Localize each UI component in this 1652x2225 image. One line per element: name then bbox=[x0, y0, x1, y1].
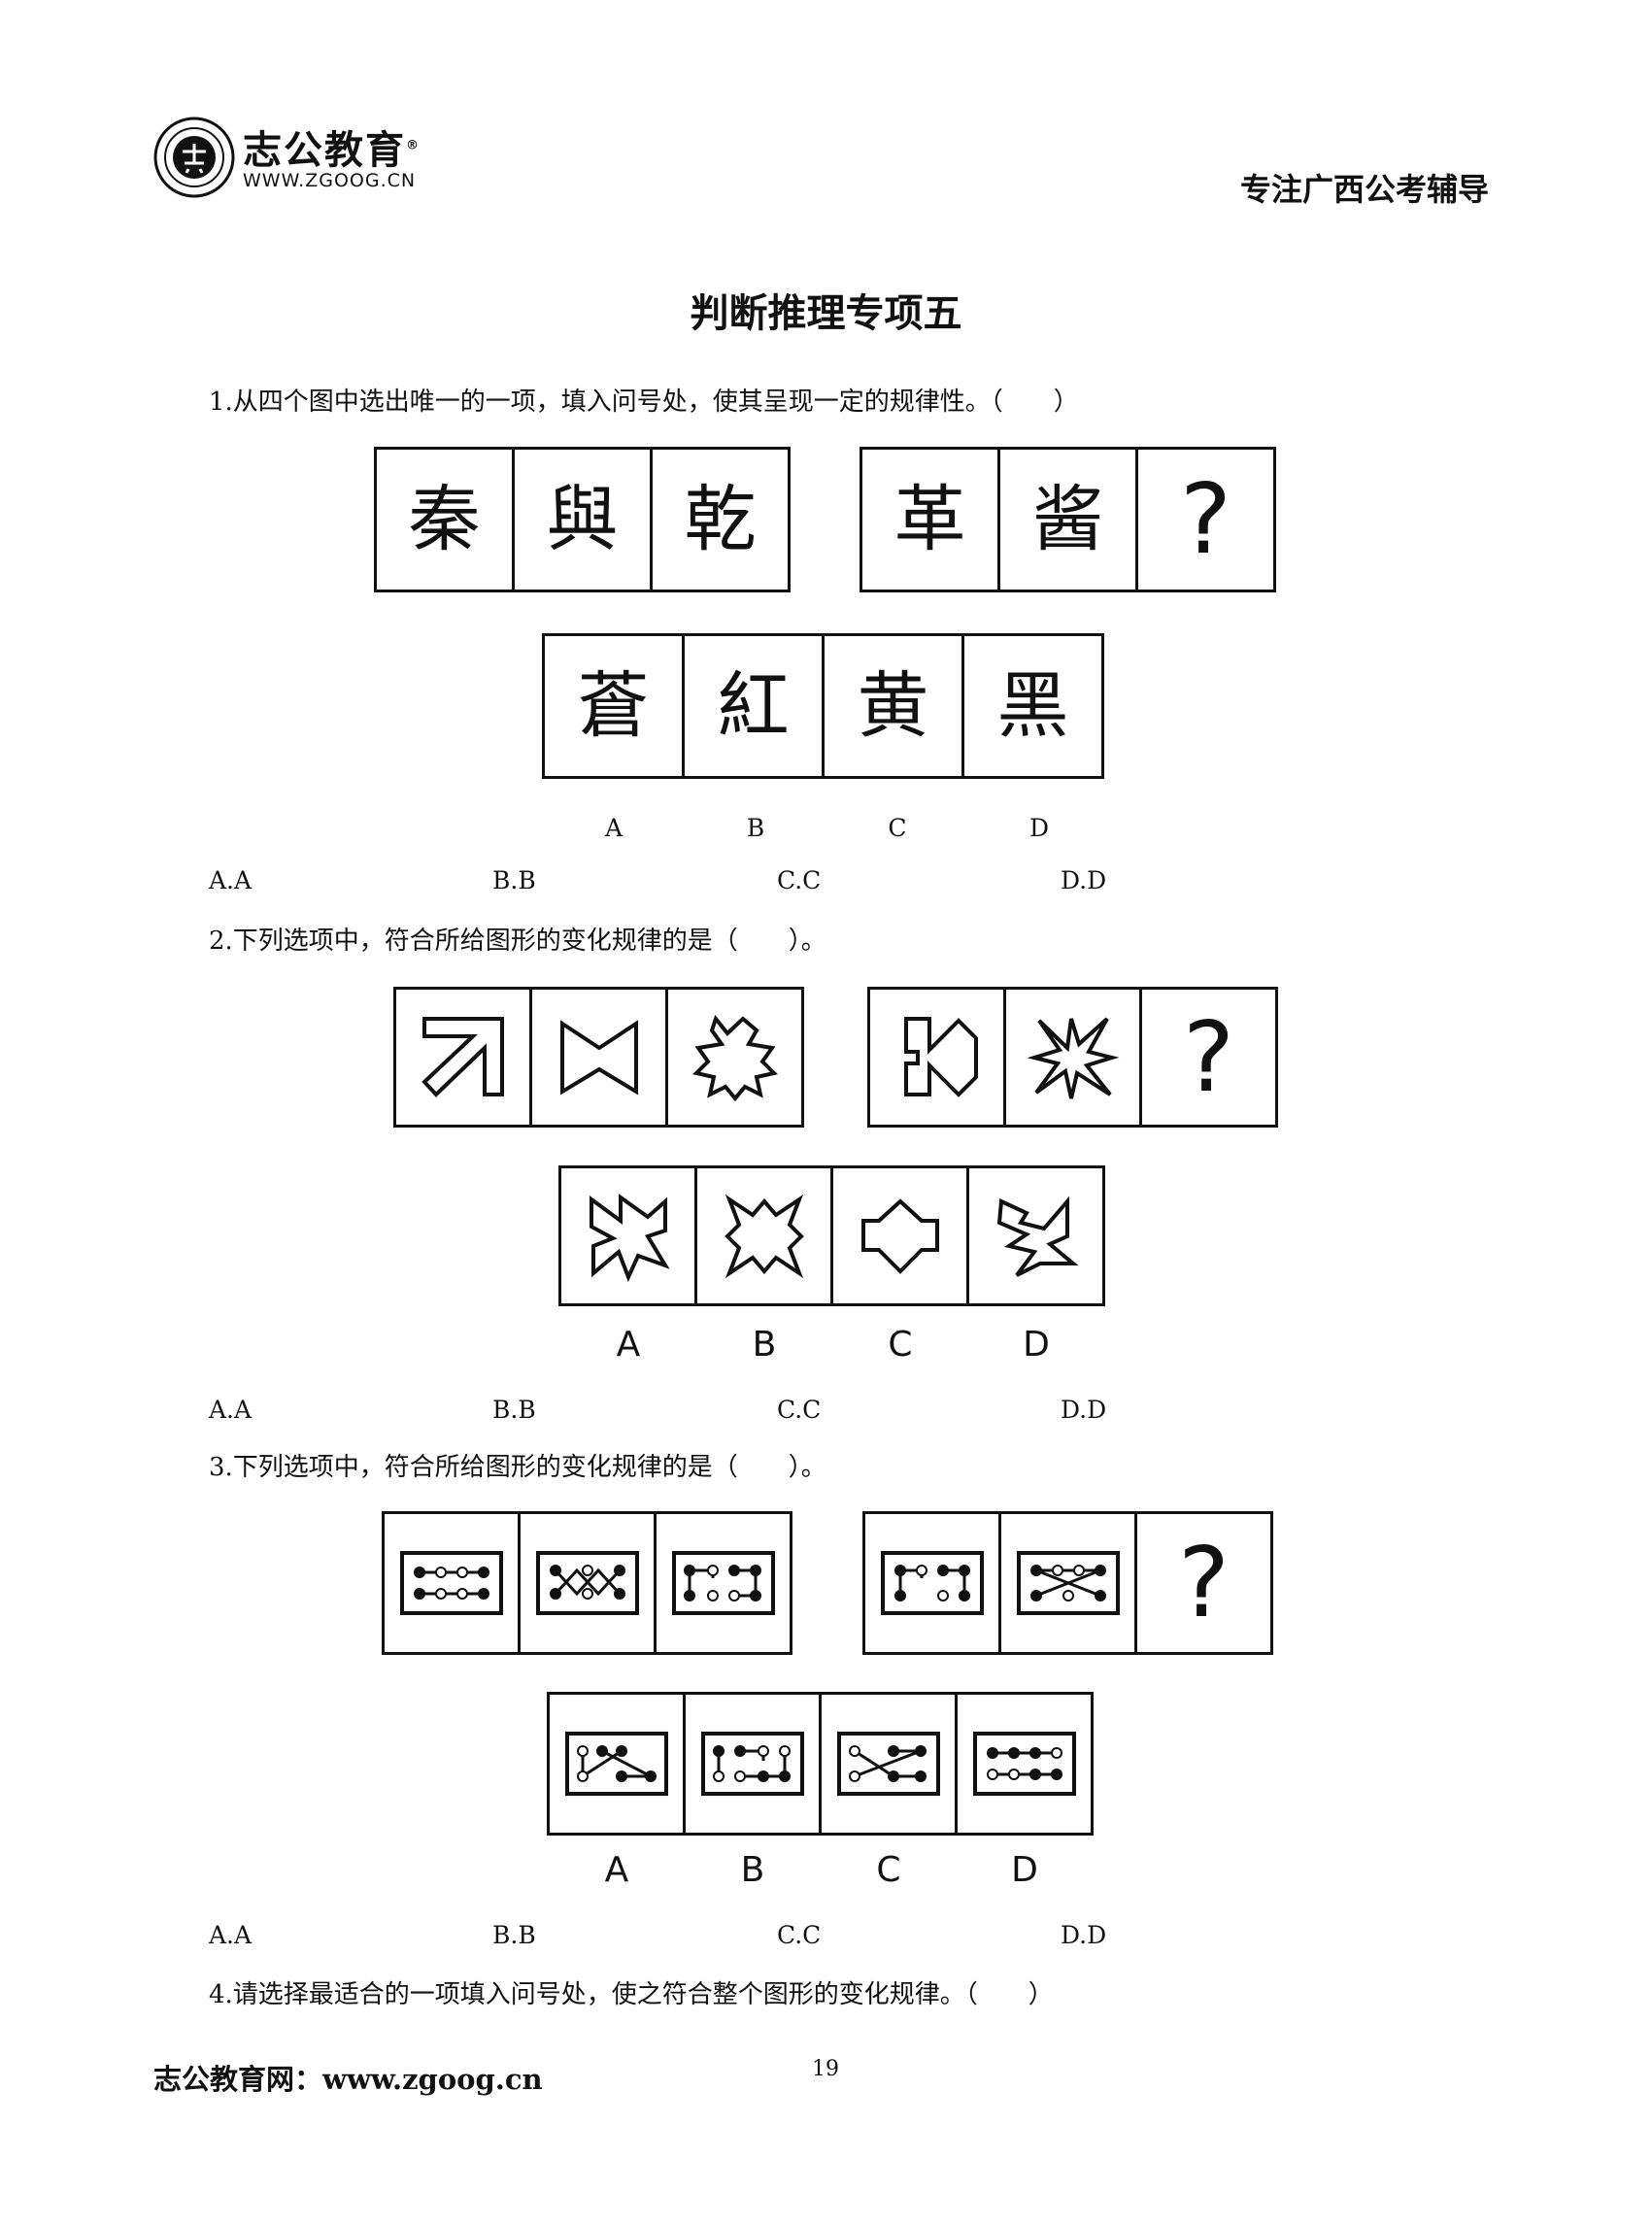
q3-option-a[interactable]: A.A bbox=[209, 1921, 253, 1949]
footer-site: 志公教育网：www.zgoog.cn bbox=[153, 2063, 543, 2096]
q3-choice-b[interactable] bbox=[683, 1692, 822, 1836]
q3-option-b[interactable]: B.B bbox=[492, 1921, 536, 1949]
question-mark-icon: ? bbox=[1134, 1511, 1273, 1655]
choice-letter: D bbox=[1028, 814, 1050, 842]
q1-stem-cell: 乾 bbox=[650, 447, 791, 592]
q1-choices: 蒼 紅 黄 黑 bbox=[542, 633, 1104, 779]
q2-choice-b[interactable] bbox=[694, 1165, 833, 1306]
choice-letter: C bbox=[888, 814, 907, 842]
q1-stem-cell: 與 bbox=[512, 447, 653, 592]
q1-stem-left: 秦 與 乾 bbox=[374, 447, 791, 592]
q1-stem-cell: 秦 bbox=[374, 447, 515, 592]
logo-seal-icon bbox=[153, 117, 235, 198]
q3-choice-a[interactable] bbox=[547, 1692, 686, 1836]
logo-url: WWW.ZGOOG.CN bbox=[243, 170, 417, 191]
q2-choice-c[interactable] bbox=[830, 1165, 969, 1306]
choice-letter: C bbox=[888, 1325, 913, 1365]
question-1-prompt: 1.从四个图中选出唯一的一项，填入问号处，使其呈现一定的规律性。（ ） bbox=[209, 388, 1079, 417]
choice-letter: B bbox=[740, 1850, 765, 1890]
q3-choices bbox=[547, 1692, 1094, 1836]
q2-choice-a[interactable] bbox=[558, 1165, 697, 1306]
q3-stem-pattern-3 bbox=[654, 1511, 792, 1655]
q1-option-c[interactable]: C.C bbox=[777, 866, 822, 894]
q3-option-d[interactable]: D.D bbox=[1061, 1921, 1107, 1949]
q1-stem-cell: 革 bbox=[860, 447, 1000, 592]
choice-letter: A bbox=[616, 1325, 641, 1365]
q2-choices bbox=[558, 1165, 1105, 1306]
choice-letter: A bbox=[604, 1850, 629, 1890]
q1-option-b[interactable]: B.B bbox=[492, 866, 536, 894]
q3-stem-pattern-1 bbox=[382, 1511, 521, 1655]
q1-choice-a[interactable]: 蒼 bbox=[542, 633, 685, 779]
q2-stem-shape-3 bbox=[665, 987, 804, 1128]
q3-choice-c[interactable] bbox=[819, 1692, 958, 1836]
q3-stem-right: ? bbox=[862, 1511, 1273, 1655]
q1-choice-c[interactable]: 黄 bbox=[822, 633, 964, 779]
q2-choice-d[interactable] bbox=[966, 1165, 1105, 1306]
q3-option-c[interactable]: C.C bbox=[777, 1921, 822, 1949]
q2-option-a[interactable]: A.A bbox=[209, 1396, 253, 1424]
q1-option-a[interactable]: A.A bbox=[209, 866, 253, 894]
choice-letter: C bbox=[876, 1850, 901, 1890]
question-mark-icon: ? bbox=[1135, 447, 1276, 592]
q2-option-d[interactable]: D.D bbox=[1061, 1396, 1107, 1424]
question-mark-icon: ? bbox=[1139, 987, 1278, 1128]
choice-letter: B bbox=[752, 1325, 777, 1365]
q2-stem-right: ? bbox=[867, 987, 1278, 1128]
q3-stem-pattern-5 bbox=[998, 1511, 1137, 1655]
q3-stem-left bbox=[382, 1511, 792, 1655]
q2-option-b[interactable]: B.B bbox=[492, 1396, 536, 1424]
choice-letter: B bbox=[746, 814, 765, 842]
choice-letter: A bbox=[604, 814, 624, 842]
q2-stem-shape-4 bbox=[867, 987, 1006, 1128]
q2-stem-shape-5 bbox=[1003, 987, 1142, 1128]
logo-name: 志公教育® bbox=[243, 128, 421, 173]
page-number: 19 bbox=[812, 2057, 839, 2081]
q1-stem-right: 革 酱 ? bbox=[860, 447, 1276, 592]
q1-option-d[interactable]: D.D bbox=[1061, 866, 1107, 894]
question-3-prompt: 3.下列选项中，符合所给图形的变化规律的是（ ）。 bbox=[209, 1453, 826, 1482]
q1-choice-d[interactable]: 黑 bbox=[961, 633, 1104, 779]
page-title: 判断推理专项五 bbox=[690, 291, 962, 336]
choice-letter: D bbox=[1023, 1325, 1050, 1365]
q1-stem-cell: 酱 bbox=[997, 447, 1138, 592]
q3-choice-d[interactable] bbox=[955, 1692, 1094, 1836]
q2-stem-left bbox=[393, 987, 804, 1128]
q3-stem-pattern-4 bbox=[862, 1511, 1001, 1655]
question-4-prompt: 4.请选择最适合的一项填入问号处，使之符合整个图形的变化规律。（ ） bbox=[209, 1980, 1054, 2009]
q1-choice-b[interactable]: 紅 bbox=[682, 633, 825, 779]
header-slogan: 专注广西公考辅导 bbox=[1239, 171, 1489, 208]
q2-stem-shape-1 bbox=[393, 987, 532, 1128]
question-2-prompt: 2.下列选项中，符合所给图形的变化规律的是（ ）。 bbox=[209, 927, 826, 956]
q2-stem-shape-2 bbox=[529, 987, 668, 1128]
q3-stem-pattern-2 bbox=[518, 1511, 657, 1655]
q2-option-c[interactable]: C.C bbox=[777, 1396, 822, 1424]
choice-letter: D bbox=[1011, 1850, 1038, 1890]
